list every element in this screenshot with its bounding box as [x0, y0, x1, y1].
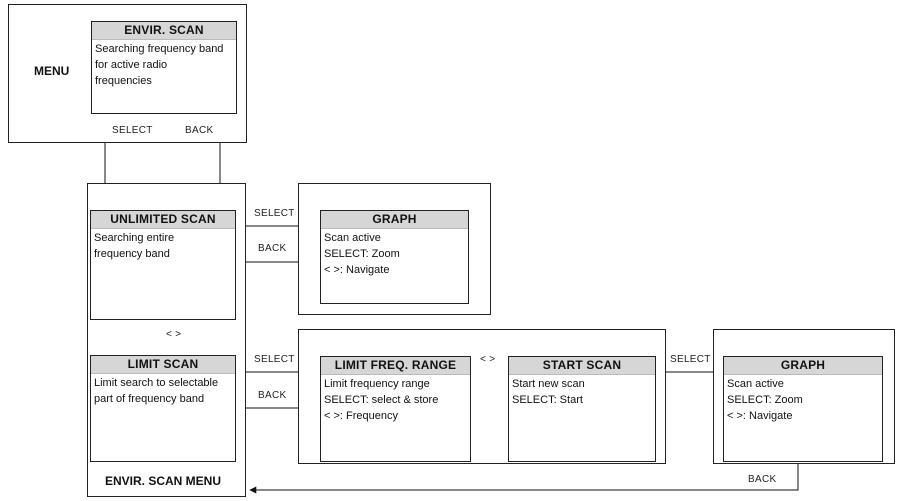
- start-scan-line-2: SELECT: Start: [512, 394, 583, 406]
- unlimited-scan-line-2: frequency band: [94, 248, 170, 260]
- menu-label: MENU: [34, 64, 70, 78]
- envir-scan-line-1: Searching frequency band: [95, 43, 224, 55]
- envir-scan-box[interactable]: ENVIR. SCAN Searching frequency band for…: [91, 21, 237, 114]
- graph-bottom-line-1: Scan active: [727, 378, 784, 390]
- graph-bottom-box[interactable]: GRAPH Scan active SELECT: Zoom < >: Navi…: [723, 356, 883, 462]
- limit-freq-range-line-1: Limit frequency range: [324, 378, 430, 390]
- label-select-down: SELECT: [112, 125, 153, 136]
- limit-freq-range-title: LIMIT FREQ. RANGE: [321, 357, 470, 375]
- graph-top-line-3: < >: Navigate: [324, 264, 390, 276]
- unlimited-scan-title: UNLIMITED SCAN: [91, 211, 235, 229]
- label-back-from-graph: BACK: [258, 243, 287, 254]
- graph-top-line-1: Scan active: [324, 232, 381, 244]
- limit-scan-box[interactable]: LIMIT SCAN Limit search to selectable pa…: [90, 355, 236, 462]
- limit-scan-line-2: part of frequency band: [94, 393, 205, 405]
- unlimited-scan-box[interactable]: UNLIMITED SCAN Searching entire frequenc…: [90, 210, 236, 320]
- start-scan-box[interactable]: START SCAN Start new scan SELECT: Start: [508, 356, 656, 462]
- label-nav-horizontal: < >: [480, 354, 496, 365]
- limit-freq-range-line-3: < >: Frequency: [324, 410, 398, 422]
- label-select-to-limit: SELECT: [254, 354, 295, 365]
- limit-freq-range-box[interactable]: LIMIT FREQ. RANGE Limit frequency range …: [320, 356, 471, 462]
- label-back-up: BACK: [185, 125, 214, 136]
- limit-scan-title: LIMIT SCAN: [91, 356, 235, 374]
- label-select-to-graph2: SELECT: [670, 354, 711, 365]
- start-scan-line-1: Start new scan: [512, 378, 585, 390]
- label-back-from-limit: BACK: [258, 390, 287, 401]
- label-nav-vertical: < >: [166, 329, 182, 340]
- label-select-to-graph: SELECT: [254, 208, 295, 219]
- unlimited-scan-line-1: Searching entire: [94, 232, 175, 244]
- limit-scan-line-1: Limit search to selectable: [94, 377, 219, 389]
- envir-scan-menu-label: ENVIR. SCAN MENU: [105, 474, 222, 488]
- graph-top-title: GRAPH: [321, 211, 468, 229]
- graph-bottom-line-2: SELECT: Zoom: [727, 394, 803, 406]
- graph-top-box[interactable]: GRAPH Scan active SELECT: Zoom < >: Navi…: [320, 210, 469, 304]
- graph-bottom-line-3: < >: Navigate: [727, 410, 793, 422]
- envir-scan-line-2: for active radio: [95, 59, 168, 71]
- graph-top-line-2: SELECT: Zoom: [324, 248, 400, 260]
- label-back-bottom: BACK: [748, 474, 777, 485]
- graph-bottom-title: GRAPH: [724, 357, 882, 375]
- envir-scan-title: ENVIR. SCAN: [92, 22, 236, 40]
- envir-scan-line-3: frequencies: [95, 75, 152, 87]
- start-scan-title: START SCAN: [509, 357, 655, 375]
- limit-freq-range-line-2: SELECT: select & store: [324, 394, 439, 406]
- arrow-back-bottom: [249, 463, 799, 494]
